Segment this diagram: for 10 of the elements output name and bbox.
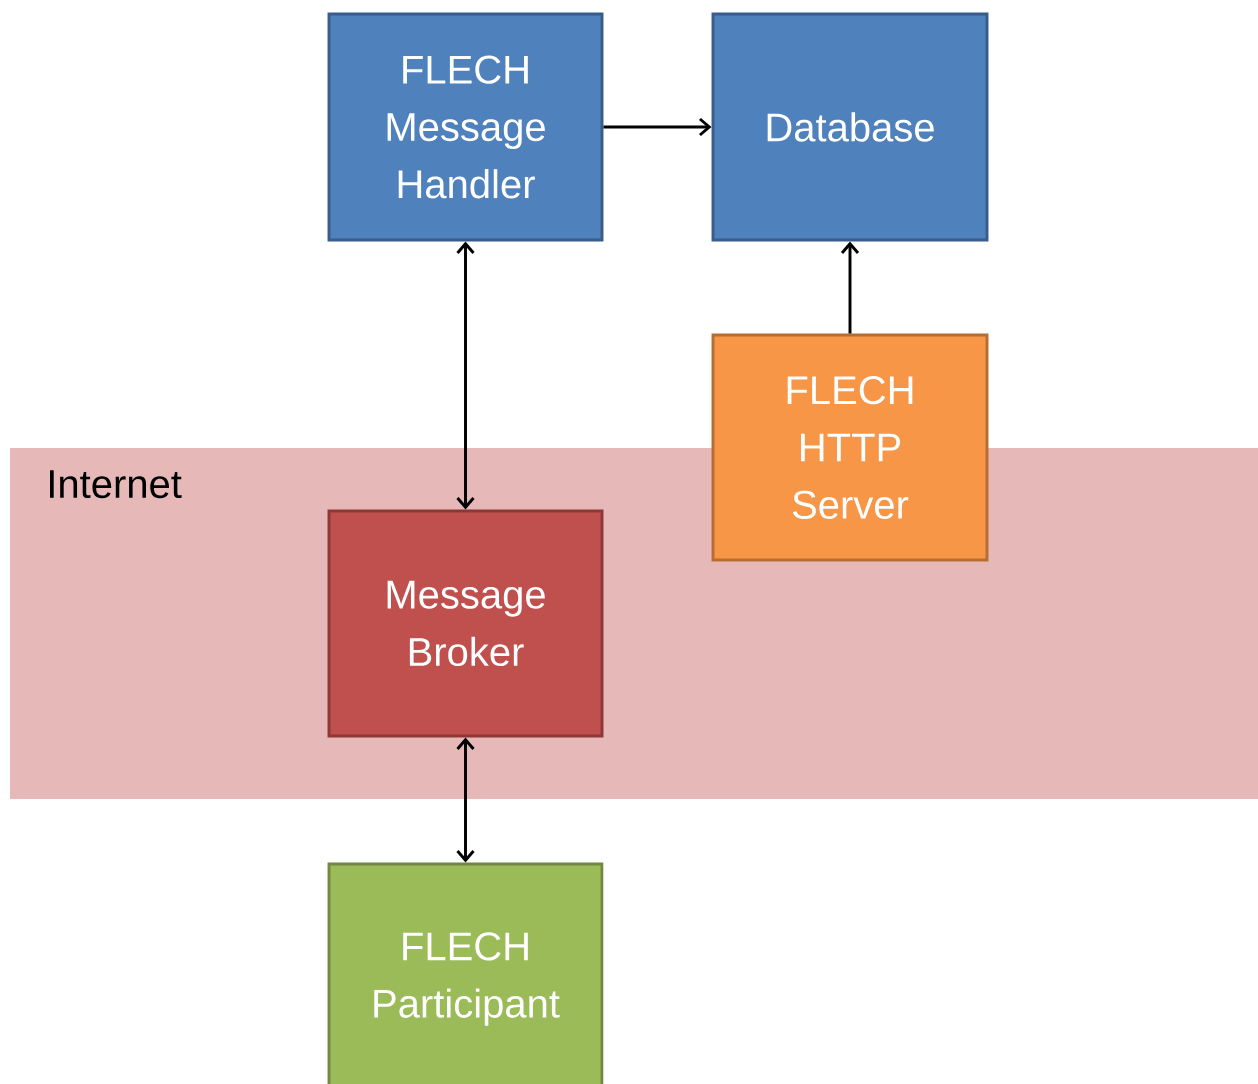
arrow — [840, 241, 860, 334]
arrow — [456, 241, 475, 510]
arrow — [456, 737, 475, 863]
arrow — [603, 117, 712, 137]
process-box: FLECH Message Handler — [327, 12, 604, 242]
band-label: Internet — [49, 470, 182, 499]
participant-box: FLECH Participant — [327, 862, 604, 1084]
database-box: Database — [711, 12, 989, 242]
server-box: FLECH HTTP Server — [711, 333, 989, 562]
broker-box: Message Broker — [327, 509, 604, 738]
